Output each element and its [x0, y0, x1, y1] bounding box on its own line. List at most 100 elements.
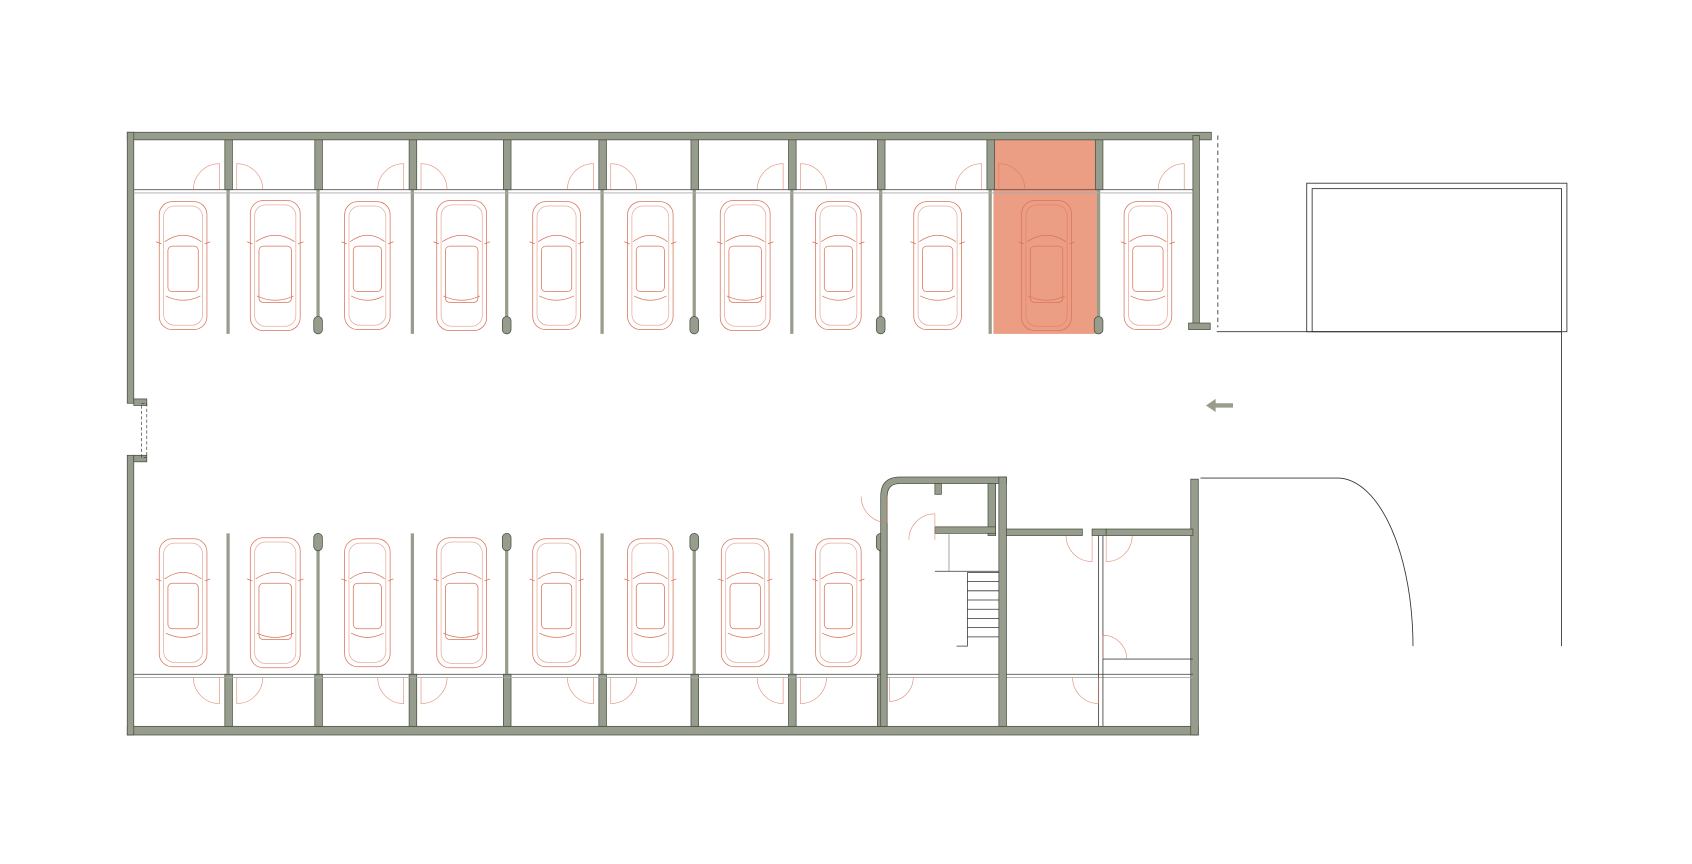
car-mirror [858, 578, 865, 582]
car-mirror [624, 241, 630, 245]
car-body-inner [631, 205, 670, 326]
car-mirror [670, 578, 677, 582]
car-roof [352, 582, 382, 630]
car-body [720, 538, 770, 668]
wall [690, 139, 699, 191]
car-mirror [484, 578, 491, 582]
car-body [913, 201, 962, 330]
car-mirror [578, 578, 584, 582]
door-swing [567, 677, 594, 704]
wall [934, 526, 996, 534]
car-mirror [341, 241, 347, 245]
car-top-6 [624, 201, 677, 330]
car-top-8 [812, 201, 865, 330]
wall [126, 131, 1212, 141]
car-rear-window [350, 295, 384, 301]
car-windshield [1129, 234, 1167, 243]
wall [986, 139, 995, 191]
car-rear-window [256, 632, 294, 638]
car-mirror [484, 241, 491, 245]
door-swing [756, 677, 784, 704]
car-mirror [1120, 241, 1127, 245]
car-mirror [858, 241, 865, 245]
car-bottom-5 [529, 538, 584, 668]
car-body-inner [819, 542, 858, 663]
door-swing [236, 163, 264, 190]
wall [788, 673, 797, 727]
wall [314, 139, 323, 191]
car-rear-window [633, 295, 667, 301]
car-top-3 [341, 201, 394, 330]
wall [133, 454, 148, 463]
car-roof [729, 582, 761, 630]
car-roof [445, 245, 479, 303]
car-body [627, 538, 674, 668]
wall [934, 483, 942, 495]
car-top-7 [716, 200, 774, 332]
car-body-inner [254, 541, 297, 664]
wall [788, 139, 797, 191]
car-bottom-4 [433, 537, 491, 669]
car-top-5 [529, 201, 584, 330]
car-roof [352, 245, 382, 292]
door-swing [955, 163, 982, 190]
car-body [1021, 200, 1072, 332]
door-swing [800, 163, 827, 190]
car-rear-window [633, 632, 667, 638]
door-swing [860, 496, 888, 523]
car-bottom-7 [717, 538, 773, 668]
car-mirror [246, 241, 253, 245]
wall [998, 476, 1007, 727]
car-windshield [820, 234, 856, 243]
car-body-inner [819, 205, 858, 326]
car-body-inner [1025, 204, 1068, 327]
car-body [719, 200, 771, 332]
car-body-inner [163, 542, 203, 663]
wall [503, 673, 512, 727]
car-mirror [812, 241, 818, 245]
door-swing [377, 677, 405, 704]
door-swing [889, 677, 914, 702]
car-roof [445, 582, 479, 640]
car-mirror [716, 241, 723, 245]
car-roof [635, 245, 665, 292]
car-body-inner [348, 542, 387, 663]
car-mirror [766, 578, 773, 582]
car-mirror [717, 578, 724, 582]
car-body-inner [440, 204, 483, 327]
car-windshield [537, 234, 576, 243]
car-rear-window [350, 632, 384, 638]
car-roof [823, 245, 853, 292]
car-body [815, 201, 862, 330]
car-mirror [433, 578, 440, 582]
car-body-inner [254, 204, 297, 327]
car-roof [540, 245, 573, 292]
car-rear-window [539, 295, 575, 301]
door-swing [420, 163, 448, 190]
car-roof [258, 582, 292, 640]
car-mirror [578, 241, 584, 245]
car-rear-window [165, 632, 201, 638]
car-mirror [959, 241, 965, 245]
wall [126, 454, 135, 736]
car-body [249, 537, 301, 669]
door-swing [756, 163, 784, 190]
door-swing [193, 163, 220, 190]
car-mirror [297, 241, 304, 245]
cars-layer [155, 200, 1176, 669]
car-roof [922, 245, 954, 292]
car-mirror [387, 578, 394, 582]
car-windshield [255, 234, 295, 243]
car-mirror [204, 578, 211, 582]
door-swing [1072, 677, 1099, 704]
door-swing [908, 513, 936, 540]
car-windshield [918, 234, 957, 243]
car-windshield [632, 234, 668, 243]
car-windshield [164, 234, 202, 243]
wall [126, 725, 1199, 736]
car-body-inner [631, 542, 670, 663]
car-mirror [1069, 241, 1075, 245]
car-mirror [812, 578, 818, 582]
car-body-inner [348, 205, 387, 326]
wall [1006, 528, 1083, 536]
